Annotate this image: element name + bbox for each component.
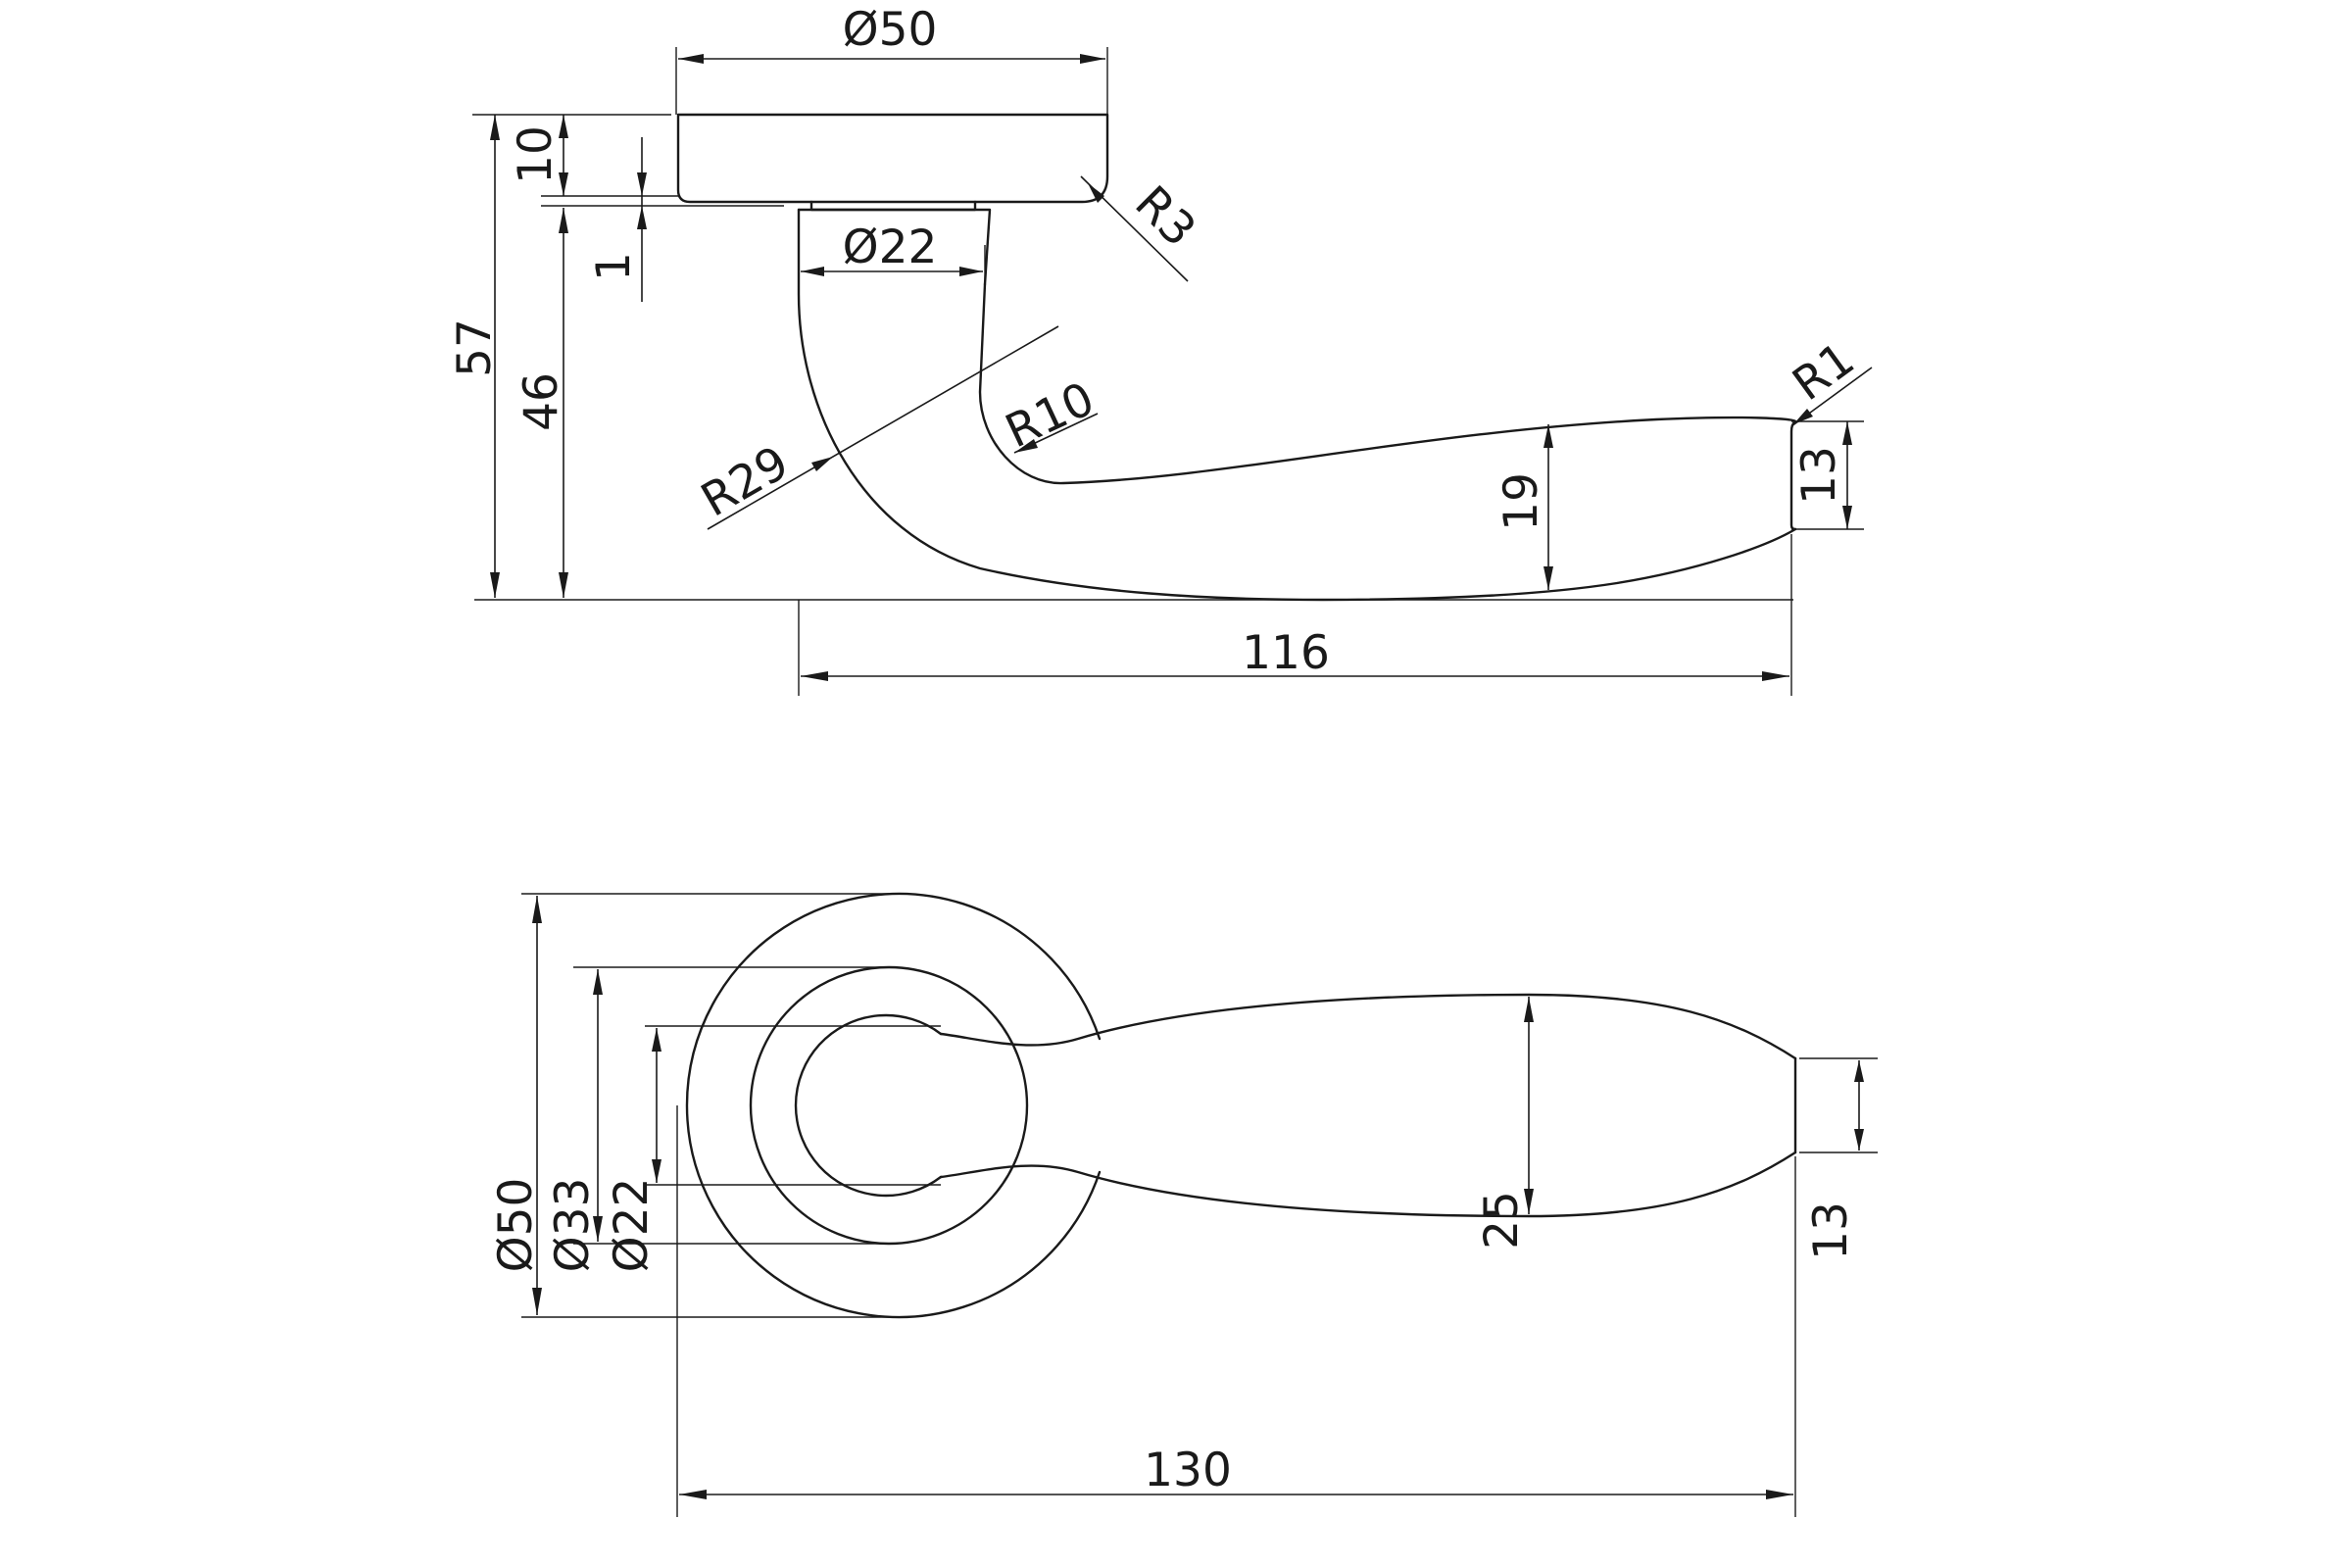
- label-top-rose-diameter: Ø50: [489, 1178, 543, 1273]
- side-dimension-labels: Ø50 Ø22 10 1 57 46 R3 R29 R10 R1 19 13 1…: [448, 3, 1864, 680]
- label-tip-thickness: 13: [1792, 446, 1846, 505]
- top-view: Ø50 Ø33 Ø22 25 13 130: [489, 892, 1878, 1517]
- top-view-outline: [685, 892, 1797, 1319]
- label-projection: 116: [1242, 626, 1330, 680]
- side-extension-lines: [472, 47, 1864, 696]
- label-gap: 1: [587, 252, 641, 281]
- label-outer-bend-radius: R29: [692, 436, 798, 528]
- neck-collar: [797, 208, 992, 286]
- lever-top-outline: [939, 993, 1797, 1060]
- label-rose-thickness: 10: [509, 125, 563, 184]
- top-dimension-lines: [532, 896, 1864, 1499]
- lever-inner-curve: [978, 282, 1797, 485]
- outer-rose-circle: [685, 892, 1102, 1319]
- top-dimension-labels: Ø50 Ø33 Ø22 25 13 130: [489, 1178, 1858, 1497]
- label-inner-bend-radius: R10: [998, 371, 1102, 459]
- rose-body: [676, 113, 1109, 204]
- label-spindle-diameter: Ø22: [605, 1178, 659, 1273]
- label-tip-width: 13: [1804, 1201, 1858, 1260]
- label-neck-diameter: Ø22: [843, 220, 938, 274]
- side-view-outline: [676, 113, 1797, 602]
- label-tip-radius: R1: [1783, 332, 1864, 412]
- lever-bottom-outline: [939, 1151, 1797, 1218]
- side-view: Ø50 Ø22 10 1 57 46 R3 R29 R10 R1 19 13 1…: [448, 3, 1873, 696]
- label-grip-thickness: 19: [1494, 472, 1548, 531]
- label-edge-radius: R3: [1124, 175, 1205, 257]
- label-collar-diameter: Ø33: [546, 1178, 600, 1273]
- top-extension-lines: [521, 893, 1878, 1517]
- label-grip-width: 25: [1475, 1191, 1529, 1250]
- label-lever-height: 46: [514, 372, 568, 431]
- collar-circle: [749, 965, 1029, 1246]
- spindle-inner-circle: [794, 1013, 943, 1198]
- label-total-height: 57: [448, 318, 502, 377]
- r29-leader: [707, 325, 1059, 530]
- label-total-length: 130: [1144, 1444, 1232, 1497]
- lever-outer-curve: [797, 208, 1797, 602]
- label-rose-diameter: Ø50: [843, 3, 938, 57]
- side-dimension-lines: [490, 54, 1873, 681]
